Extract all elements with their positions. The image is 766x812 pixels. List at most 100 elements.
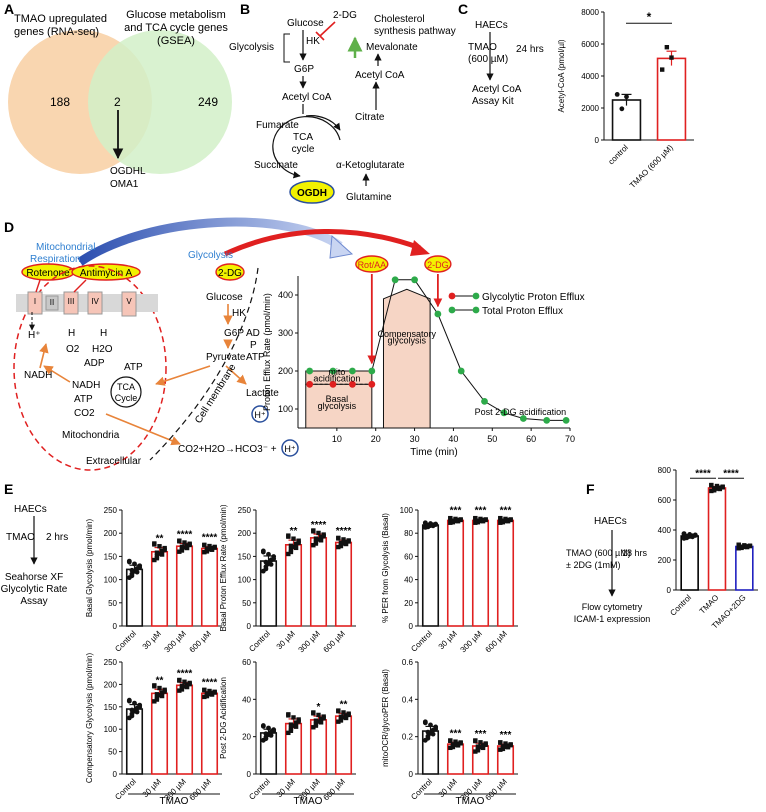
data-point [500,518,506,523]
data-point [137,704,143,710]
y-axis-label: Basal Glycolysis (pmol/min) [85,519,94,618]
data-point [341,710,346,715]
data-point [207,547,212,552]
data-point [481,398,488,405]
basal-label-2: glycolysis [318,401,357,411]
data-point [179,687,185,692]
data-point [268,732,274,738]
y-tick-label: 100 [104,725,118,734]
bar [707,487,727,591]
data-point [336,535,341,541]
data-point [157,551,162,556]
data-point [311,725,316,730]
data-point [711,486,717,491]
y-tick-label: 200 [104,529,118,538]
y-tick-label: 60 [404,552,413,561]
data-point [422,719,428,725]
d-tca-2: Cycle [115,393,138,403]
x-tick-label: 300 µM [163,629,189,655]
significance-label: **** [723,468,739,479]
y-tick-label: 8000 [581,8,599,17]
data-point [321,716,326,721]
data-point [291,723,296,728]
data-point [162,689,167,694]
data-point [182,540,187,545]
bar [421,524,440,627]
data-point [286,551,291,557]
y-axis-label: Post 2-DG Acidification [219,677,228,759]
data-point [316,712,321,718]
f-cells: HAECs [594,516,627,527]
data-point [179,548,185,553]
compensatory-region [382,288,431,429]
y-tick-label: 0.6 [402,658,414,667]
d-complex-v: V [126,297,132,306]
data-point [425,735,431,741]
y-tick-label: 0 [247,770,252,779]
significance-label: **** [695,468,711,479]
panel-b: B Glucose 2-DG HK Glycolysis G6P Acetyl … [229,1,456,204]
d-mitochondria: Mitochondria [62,430,120,441]
data-point [209,547,215,552]
d-mito-resp-2: Respiration [30,254,81,265]
y-tick-label: 250 [104,658,118,667]
d-complex-iv: IV [91,297,99,306]
data-point [336,708,341,713]
y-tick-label: 0.4 [402,695,414,704]
data-point [177,688,182,693]
data-point [182,679,187,684]
y-tick-label: 250 [238,506,252,515]
data-point [288,728,294,733]
data-point [478,745,483,750]
d-2dg: 2-DG [218,268,242,279]
y-tick-label: 0 [667,586,672,595]
data-point [184,682,190,687]
data-point [498,515,503,521]
significance-label: **** [311,520,327,531]
x-tick-label: 600 µM [322,629,348,655]
gene-ogdhl: OGDHL [110,166,146,177]
b-2dg-inhibit [319,21,336,37]
data-point [503,516,508,522]
rotaa-ellipse [355,255,389,273]
d-atp2: ATP [246,352,265,363]
x-tick-label: 600 µM [322,777,348,803]
data-point [154,692,160,697]
data-point [291,544,296,550]
y-tick-label: 60 [242,658,251,667]
e-assay-3: Assay [20,596,47,607]
y-tick-label: 150 [104,552,118,561]
y-axis-label: Acetyl-CoA (pmol/µl) [557,39,566,112]
data-point [263,736,269,742]
data-point [336,544,341,550]
d-atp3: ATP [74,394,93,405]
d-hplus: H⁺ [28,330,41,341]
data-point [500,746,506,752]
x-tick-label: 600 µM [188,629,214,655]
data-point [736,546,741,551]
data-point [129,707,135,713]
data-point [692,533,698,538]
x-tick-label: Control [113,777,138,802]
data-point [473,738,478,743]
data-point [338,540,344,546]
data-point [346,539,351,544]
legend-label-glycolytic: Glycolytic Proton Efflux [482,292,585,303]
data-point [154,555,160,561]
panel-f: F HAECs TMAO (600 µM) ± 2DG (1mM) 18 hrs… [566,466,758,631]
y-axis-label: Basal Proton Efflux Rate (pmol/min) [219,504,228,631]
venn-left-title-1: TMAO upregulated [14,13,107,25]
data-point [263,566,269,572]
data-point [209,692,215,697]
data-point [296,540,301,545]
c-cells: HAECs [475,20,508,31]
data-point [179,683,185,689]
d-lactate: Lactate [246,388,279,399]
x-tick-label: 60 [526,434,536,444]
data-point [428,722,433,728]
bar [334,541,353,627]
